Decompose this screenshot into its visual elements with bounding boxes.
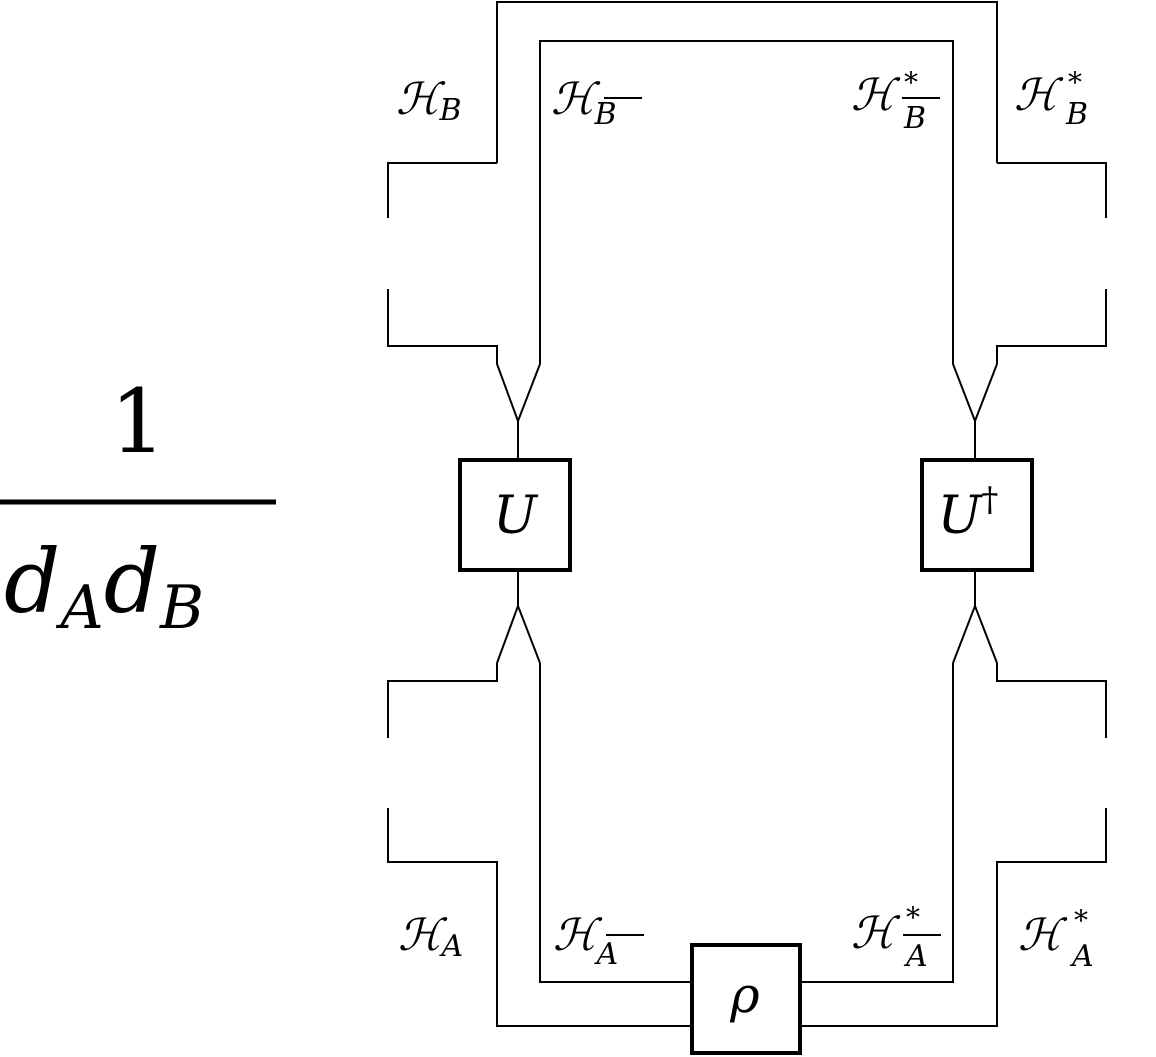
fraction-denominator: dAdB	[4, 530, 204, 643]
wire-right-lower-a	[996, 663, 1107, 738]
svg-text:ℋ: ℋ	[1014, 70, 1064, 121]
wire-right-upper-b	[996, 289, 1107, 364]
svg-text:ℋA: ℋA	[398, 910, 463, 964]
wire-left-lower-a	[387, 663, 498, 738]
label-h-a-star: ℋ * A	[1018, 904, 1094, 974]
label-h-b-bar: ℋB	[551, 74, 642, 132]
svg-text:ℋB: ℋB	[396, 74, 462, 128]
wire-udag-bottom-split	[952, 603, 998, 664]
wire-left-upper-a	[387, 162, 497, 218]
label-h-a: ℋA	[398, 910, 463, 964]
label-h-a-bar: ℋA	[553, 910, 644, 972]
svg-text:B: B	[1065, 97, 1088, 132]
svg-text:A: A	[903, 939, 928, 974]
svg-text:*: *	[1068, 66, 1082, 99]
svg-text:*: *	[1074, 904, 1088, 937]
gate-u: U	[458, 458, 572, 572]
wires	[387, 1, 1107, 1027]
wire-top-outer	[496, 1, 998, 163]
fraction-numerator: 1	[110, 370, 166, 473]
gate-u-dagger-label: U†	[938, 480, 999, 546]
label-h-b-bar-star: ℋ * B	[851, 66, 940, 136]
svg-text:B: B	[903, 101, 926, 136]
label-h-a-bar-star: ℋ * A	[851, 901, 941, 974]
svg-text:ℋ: ℋ	[851, 908, 901, 959]
svg-text:*: *	[904, 66, 918, 99]
prefactor-fraction: 1 dAdB	[0, 370, 276, 643]
wire-right-upper-a	[997, 162, 1107, 218]
svg-text:ℋ: ℋ	[851, 70, 901, 121]
label-h-b-star: ℋ * B	[1014, 66, 1088, 132]
wire-udag-top-merge	[952, 363, 998, 424]
gate-rho: ρ	[690, 943, 802, 1055]
gate-u-dagger: U†	[920, 458, 1034, 572]
gate-rho-label: ρ	[729, 966, 760, 1024]
svg-text:*: *	[906, 901, 920, 934]
svg-text:A: A	[1069, 939, 1094, 974]
wire-u-bottom-split	[496, 603, 541, 664]
svg-text:ℋB: ℋB	[551, 74, 617, 132]
wire-inner-bottom-right	[800, 663, 954, 983]
wire-u-top-merge	[496, 363, 541, 424]
label-h-b: ℋB	[396, 74, 462, 128]
wire-left-upper-b	[387, 289, 498, 364]
wire-top-inner	[539, 40, 954, 364]
svg-text:ℋ: ℋ	[1018, 910, 1068, 961]
wire-right-lower-b	[800, 808, 1107, 1027]
wire-left-lower-b	[387, 808, 692, 1027]
gate-u-label: U	[493, 486, 539, 546]
svg-text:ℋA: ℋA	[553, 910, 618, 972]
wire-inner-bottom-left	[539, 663, 692, 983]
